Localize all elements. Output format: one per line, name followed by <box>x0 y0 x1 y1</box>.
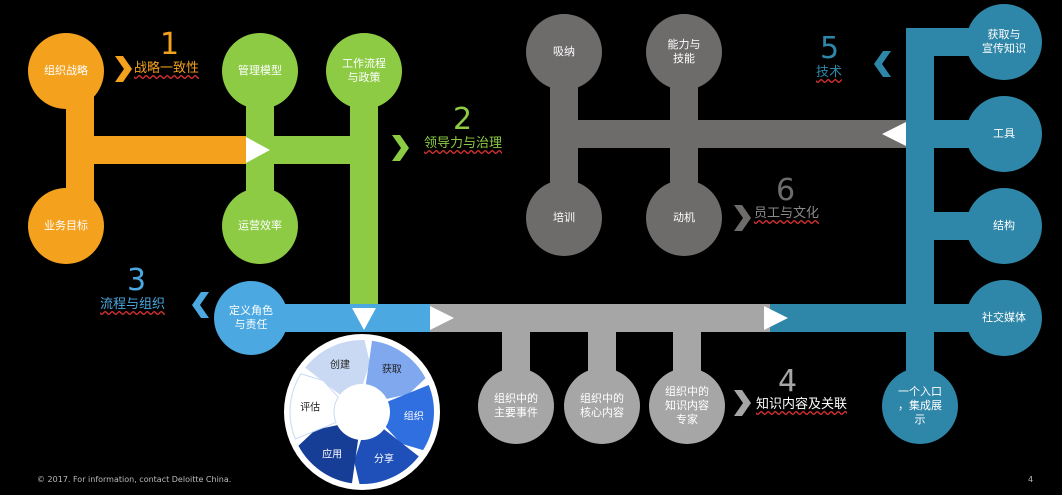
cycle-segment <box>298 425 359 484</box>
white-arrow-strategy-icon <box>246 137 270 163</box>
cycle-step-label: 获取 <box>382 363 402 375</box>
cycle-segment <box>289 373 339 440</box>
chevron-4-icon <box>734 390 751 416</box>
section-1-title: 战略一致性 <box>134 61 200 76</box>
people-horizontal-bar <box>550 120 910 148</box>
people-node-motivation: 动机 <box>646 180 722 256</box>
strategy-node-org-strategy: 组织战略 <box>28 33 104 109</box>
section-3-title: 流程与组织 <box>100 297 166 312</box>
section-4-number: 4 <box>778 364 798 399</box>
cycle-step-label: 创建 <box>330 358 350 371</box>
strategy-node-business-goals: 业务目标 <box>28 188 104 264</box>
cycle-step-label: 组织 <box>404 410 424 423</box>
cycle-step-label: 评估 <box>300 400 320 413</box>
people-node-skills: 能力与 技能 <box>646 14 722 90</box>
cycle-segment <box>305 340 370 395</box>
tech-node-social-media: 社交媒体 <box>966 280 1042 356</box>
white-arrow-people-icon <box>882 122 906 146</box>
section-1-number: 1 <box>160 27 180 62</box>
cycle-step-label: 分享 <box>374 452 394 465</box>
workflow-vertical-bar <box>350 80 378 312</box>
section-2-title: 领导力与治理 <box>424 136 503 151</box>
tech-node-acquire-share: 获取与 宣传知识 <box>966 4 1042 80</box>
white-arrow-workflow-down-icon <box>352 308 376 330</box>
section-6-title: 员工与文化 <box>754 206 820 221</box>
tech-node-single-portal: 一个入口 ，集成展 示 <box>882 368 958 444</box>
section-6-number: 6 <box>776 173 796 208</box>
governance-node-workflow: 工作流程 与政策 <box>326 33 402 109</box>
chevron-3-icon <box>192 292 209 318</box>
people-node-absorb: 吸纳 <box>526 14 602 90</box>
section-4-title: 知识内容及关联 <box>756 397 848 412</box>
section-5-title: 技术 <box>816 65 843 80</box>
cycle-segment <box>354 429 419 484</box>
tech-horizontal-bar <box>770 304 920 332</box>
chevron-5-icon <box>874 51 891 77</box>
cycle-step-label: 应用 <box>322 448 342 461</box>
cycle-segment <box>385 385 434 451</box>
governance-node-mgmt-model: 管理模型 <box>222 33 298 109</box>
governance-node-efficiency: 运营效率 <box>222 188 298 264</box>
chevron-6-icon <box>734 205 751 231</box>
knowledge-node-experts: 组织中的 知识内容 专家 <box>649 368 725 444</box>
cycle-segment <box>365 340 426 399</box>
knowledge-node-content: 组织中的 核心内容 <box>564 368 640 444</box>
strategy-horizontal-bar <box>66 136 256 164</box>
knowledge-node-events: 组织中的 主要事件 <box>478 368 554 444</box>
tech-node-structure: 结构 <box>966 188 1042 264</box>
chevron-1-icon <box>115 56 132 82</box>
section-3-number: 3 <box>127 263 147 298</box>
white-arrow-knowledge-icon <box>764 306 788 330</box>
section-2-number: 2 <box>453 102 473 137</box>
cycle-center <box>340 390 384 434</box>
footer-copyright: © 2017. For information, contact Deloitt… <box>37 475 232 484</box>
people-node-training: 培训 <box>526 180 602 256</box>
page-number: 4 <box>1028 475 1034 484</box>
process-node-roles: 定义角色 与责任 <box>214 281 288 355</box>
tech-node-tools: 工具 <box>966 96 1042 172</box>
chevron-2-icon <box>392 135 409 161</box>
section-5-number: 5 <box>820 31 840 66</box>
white-arrow-process-icon <box>430 306 454 330</box>
